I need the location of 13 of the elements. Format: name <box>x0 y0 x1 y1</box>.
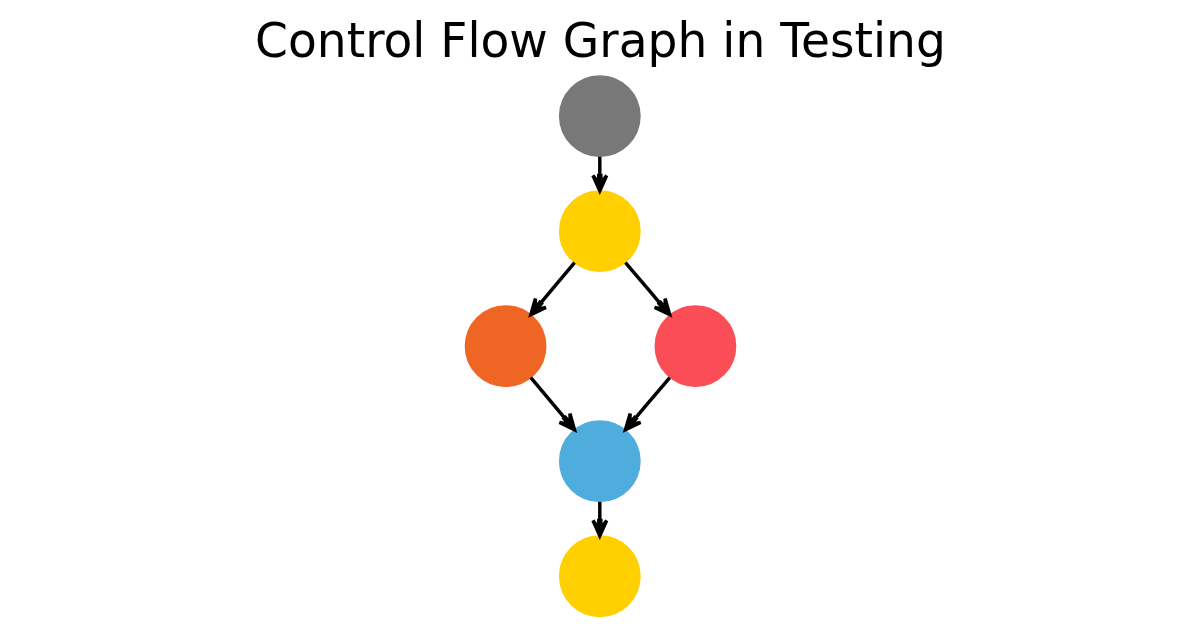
arrow <box>623 376 671 432</box>
node-circle <box>464 305 546 388</box>
arrow <box>529 376 576 432</box>
node-circle <box>558 535 641 618</box>
node-circle <box>654 305 736 388</box>
node-circle <box>558 75 641 157</box>
arrow <box>623 261 671 317</box>
arrow <box>590 501 608 538</box>
diagram-title: Control Flow Graph in Testing <box>254 12 946 68</box>
arrow <box>528 261 576 317</box>
arrow <box>590 156 608 193</box>
node-circle <box>558 190 641 273</box>
node-circle <box>558 420 641 503</box>
